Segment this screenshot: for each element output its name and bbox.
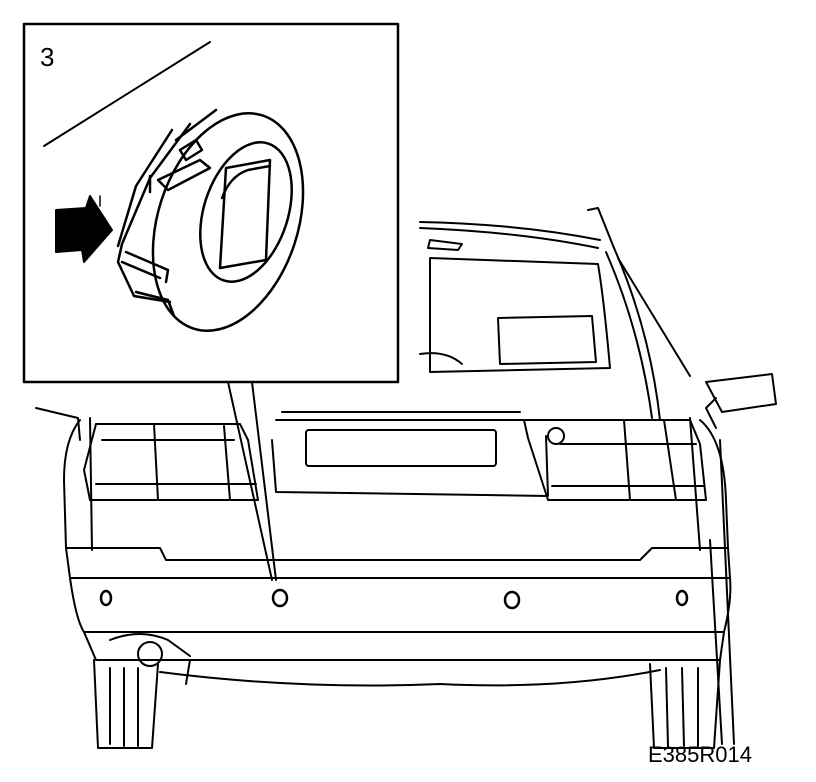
detail-diagonal-line: [43, 41, 211, 147]
detail-callout-box: [22, 22, 400, 384]
figure-code: E385R014: [648, 742, 752, 767]
car-rear-view: [35, 207, 777, 749]
arrow-right-icon: [55, 195, 113, 263]
callout-leader-line: [227, 381, 277, 581]
parking-sensor-icon: [116, 108, 305, 332]
detail-callout-number: 3: [40, 42, 54, 72]
